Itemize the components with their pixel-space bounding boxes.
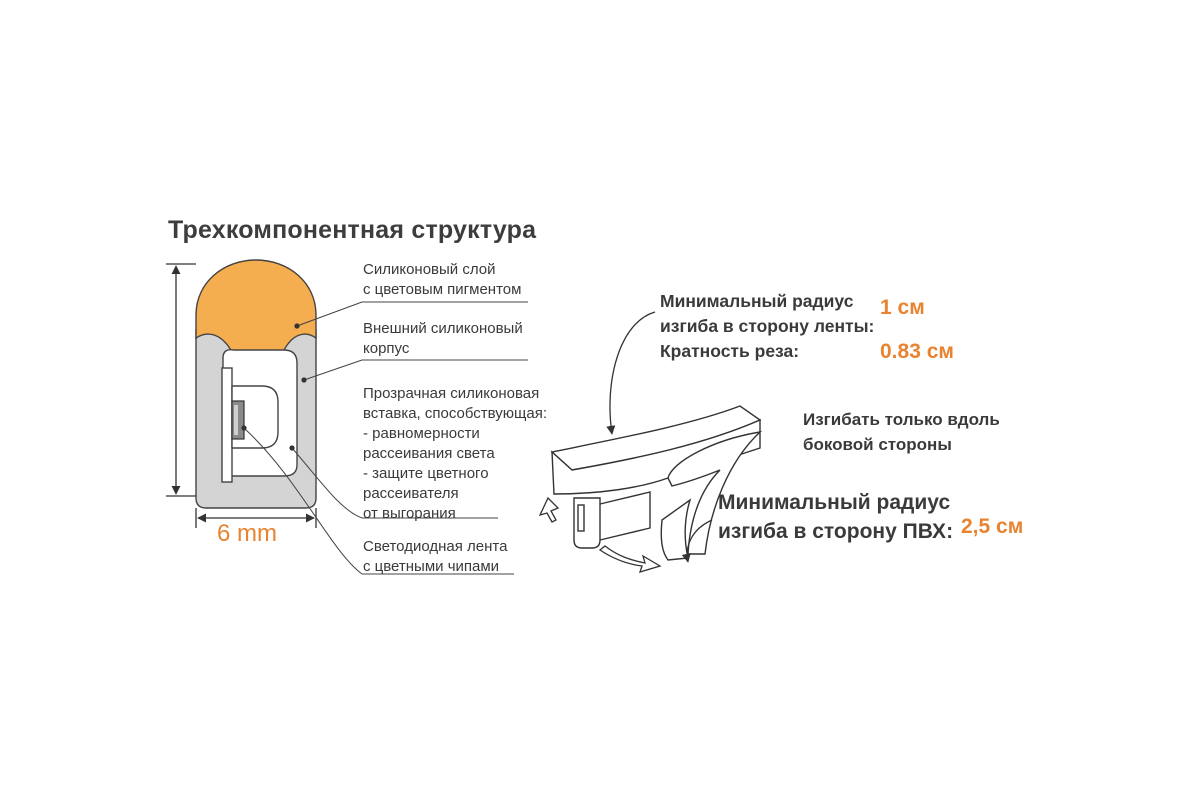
callout-led-line-2: с цветными чипами [363,558,500,575]
callout-leaders [243,301,528,575]
callout-insert-line-6: рассеивателя [363,485,459,502]
spec-arrows [606,311,713,563]
callout-insert-line-2: вставка, способствующая: [363,405,548,422]
bend-note-line-1: Изгибать только вдоль [803,410,1000,429]
led-chip-highlight [234,405,238,435]
callout-pigment-line-2: с цветовым пигментом [363,281,522,298]
callout-pigment-line-1: Силиконовый слой [363,261,496,278]
spec-cut-multiplicity-label: Кратность реза: [660,341,800,361]
callout-insert-line-7: от выгорания [363,505,456,522]
callout-dots [241,323,307,451]
spec-tape-radius-line-1: Минимальный радиус [660,291,854,311]
bend-note-line-2: боковой стороны [803,435,952,454]
callout-transparent-insert: Прозрачная силиконовая вставка, способст… [363,384,547,524]
bent-strip-illustration [550,405,763,561]
spec-pvc-radius-label: Минимальный радиус изгиба в сторону ПВХ: [718,488,953,546]
spec-pvc-radius-value: 2,5 см [961,515,1024,538]
callout-casing-line-2: корпус [363,340,410,357]
bend-direction-arrows [538,496,662,573]
height-dimension [166,263,196,497]
spec-pvc-radius-line-1: Минимальный радиус [718,491,951,514]
callout-led-line-1: Светодиодная лента [363,538,508,555]
bend-note: Изгибать только вдоль боковой стороны [803,407,1000,457]
callout-pigment-layer: Силиконовый слой с цветовым пигментом [363,260,521,300]
spec-tape-radius-line-2: изгиба в сторону ленты: [660,316,875,336]
callout-insert-line-4: рассеивания света [363,445,495,462]
spec-tape-radius-label: Минимальный радиус изгиба в сторону лент… [660,289,874,339]
page-title: Трехкомпонентная структура [168,216,537,244]
width-dimension-label: 6 mm [217,520,277,548]
callout-casing-line-1: Внешний силиконовый [363,320,523,337]
callout-insert-line-3: - равномерности [363,425,480,442]
profile-cross-section [195,259,317,509]
callout-insert-line-5: - защите цветного [363,465,489,482]
width-dimension-value: 6 mm [217,520,277,547]
callout-insert-line-1: Прозрачная силиконовая [363,385,540,402]
spec-pvc-radius-line-2: изгиба в сторону ПВХ: [718,520,954,543]
spec-cut-multiplicity-value: 0.83 см [880,340,954,363]
pigment-dome [195,259,317,353]
led-strip-board [221,367,233,483]
callout-outer-casing: Внешний силиконовый корпус [363,319,523,359]
spec-tape-radius-value: 1 см [880,296,925,319]
callout-led-strip: Светодиодная лента с цветными чипами [363,537,507,577]
